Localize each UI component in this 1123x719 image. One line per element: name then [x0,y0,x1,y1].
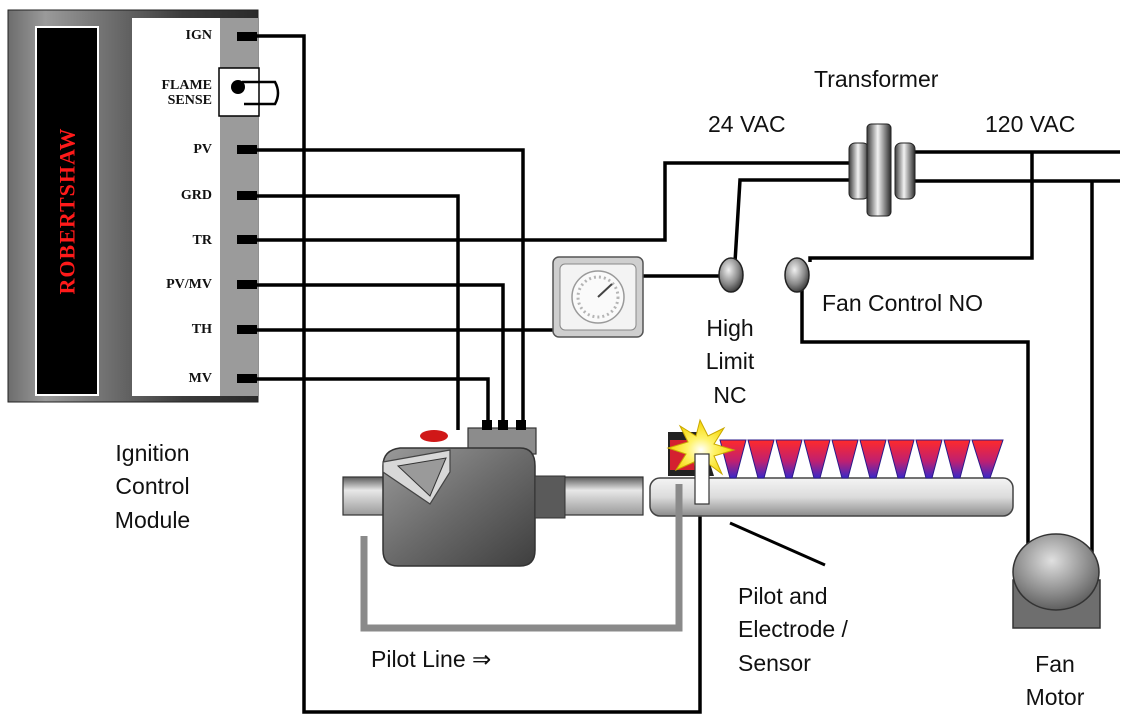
terminal-label-th: TH [191,322,212,337]
gas-valve [342,420,644,567]
terminal-label-pv-mv: PV/MV [166,277,212,292]
terminal-pins [237,32,257,383]
burner-flames [719,439,1004,479]
transformer-label: Transformer [814,66,939,92]
fan-control-label: Fan Control NO [822,290,984,316]
valve-knob [420,430,448,442]
pilot-line-tube [360,484,683,632]
thermostat [552,256,644,338]
high-limit-label: High Limit NC [705,315,755,408]
ignition-control-module-label: Ignition Control Module [114,440,191,533]
transformer [848,123,916,217]
terminal-label-grd: GRD [180,188,212,203]
wires [256,34,1120,714]
brand-label: ROBERTSHAW [54,127,79,295]
terminal-label-flame-sense: FLAME SENSE [161,78,212,108]
high-limit-switch [718,257,744,293]
pilot-electrode-label: Pilot and Electrode / Sensor [738,583,848,676]
vac24-label: 24 VAC [708,111,786,137]
fan-control-switch [784,257,810,293]
fan-motor-label: Fan Motor [1025,651,1085,711]
fan-motor [1012,533,1101,629]
vac120-label: 120 VAC [985,111,1076,137]
terminal-label-ign: IGN [185,28,212,43]
terminal-label-pv: PV [193,142,212,157]
burner-assembly [649,418,1014,517]
flame-sense-connector [218,67,280,117]
pilot-line-label: Pilot Line ⇒ [371,646,492,672]
terminal-label-mv: MV [188,371,212,386]
brand-label-box: ROBERTSHAW [40,30,94,392]
terminal-label-tr: TR [192,233,212,248]
pilot-pointer-line [729,521,826,567]
